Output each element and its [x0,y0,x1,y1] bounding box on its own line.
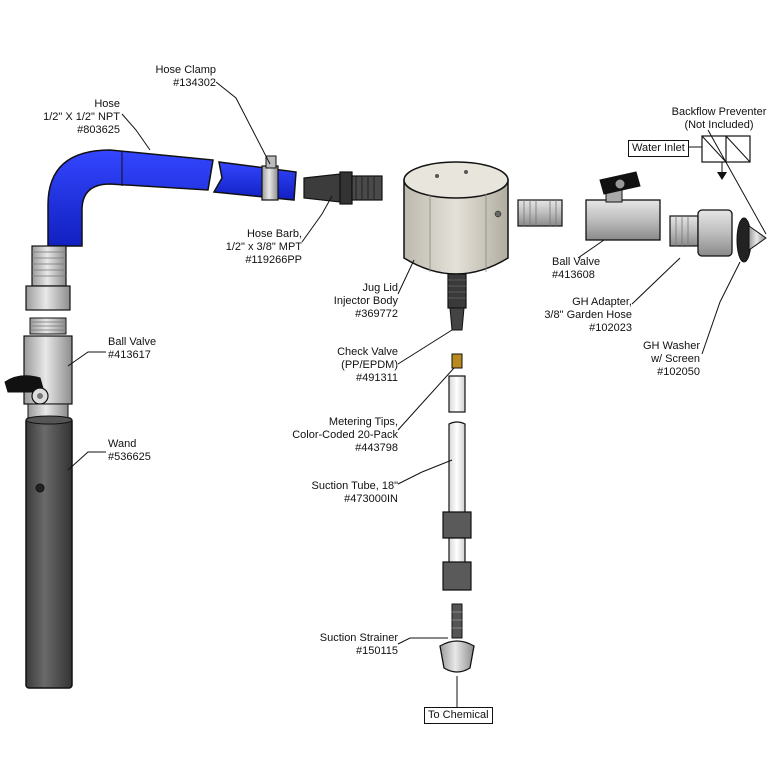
label-hose: Hose 1/2" X 1/2" NPT #803625 [43,98,120,136]
wand-part [25,415,73,689]
ball-valve-left-part [4,317,73,419]
label-wand: Wand #536625 [108,438,151,463]
label-metering-tips: Metering Tips, Color-Coded 20-Pack #4437… [292,416,398,454]
gh-adapter-part [669,209,733,257]
check-valve-part [451,353,463,369]
label-ball-valve-left: Ball Valve #413617 [108,336,157,361]
ball-valve-right-part [585,171,661,241]
injector-body-part [403,161,509,331]
leader-lines [67,81,767,708]
label-check-valve: Check Valve (PP/EPDM) #491311 [337,346,398,384]
hose-barb-part [303,171,383,205]
label-hose-clamp: Hose Clamp #134302 [155,64,216,89]
label-jug-lid: Jug Lid Injector Body #369772 [333,282,398,320]
label-suction-tube: Suction Tube, 18" #473000IN [311,480,398,505]
suction-tube-part [442,375,472,591]
label-hose-barb: Hose Barb, 1/2" x 3/8" MPT #119266PP [225,228,302,266]
callout-to-chemical: To Chemical [424,707,493,724]
label-gh-washer: GH Washer w/ Screen #102050 [642,340,700,378]
gh-washer-part [736,217,767,263]
label-suction-strainer: Suction Strainer #150115 [319,632,398,657]
hose-clamp-part [261,155,279,201]
hose-fitting-part [25,245,71,311]
callout-water-inlet: Water Inlet [628,140,689,157]
suction-strainer-part [439,603,475,673]
backflow-preventer-symbol [701,135,751,180]
nipple-fitting-part [517,199,563,227]
label-gh-adapter: GH Adapter, 3/8" Garden Hose #102023 [544,296,632,334]
label-ball-valve-right: Ball Valve #413608 [552,256,601,281]
label-backflow-preventer: Backflow Preventer (Not Included) [671,106,767,131]
